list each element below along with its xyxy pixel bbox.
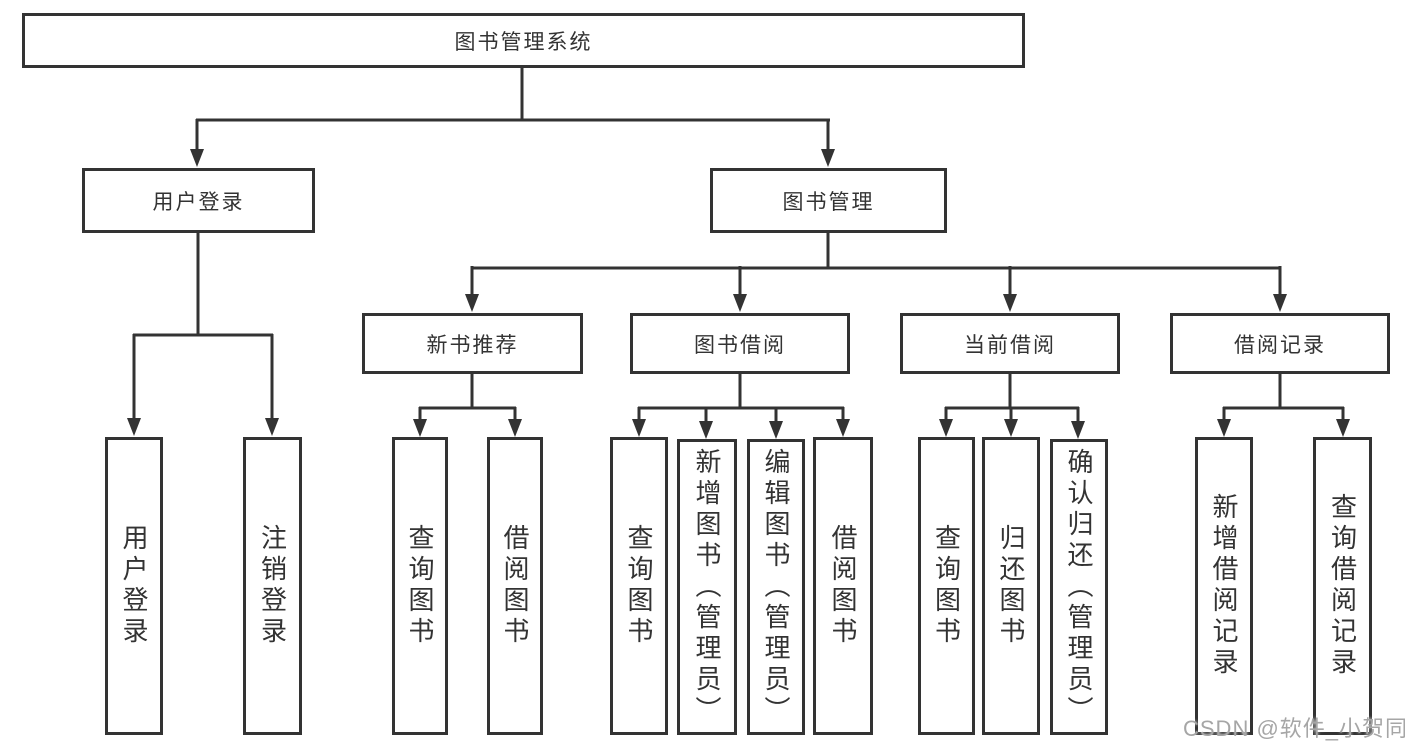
leaf-return-books: 归还图书 [982, 437, 1040, 735]
node-label: 图书管理 [782, 190, 875, 214]
node-label: 新书推荐 [426, 333, 519, 357]
node-label: 当前借阅 [964, 333, 1056, 357]
leaf-borrow-books: 借阅图书 [813, 437, 873, 735]
node-library-management-system: 图书管理系统 [22, 13, 1025, 68]
leaf-edit-book-admin: 编辑图书（管理员） [747, 439, 805, 735]
leaf-add-borrow-record: 新增借阅记录 [1195, 437, 1253, 735]
connector-line [132, 66, 1345, 423]
node-label: 借阅图书 [500, 524, 530, 648]
node-label: 编辑图书（管理员） [761, 447, 791, 727]
node-borrow-records: 借阅记录 [1170, 313, 1390, 374]
node-label: 注销登录 [257, 524, 288, 648]
node-book-borrow: 图书借阅 [630, 313, 850, 374]
arrowhead-icon [127, 149, 1350, 439]
node-label: 新增图书（管理员） [692, 447, 722, 727]
node-book-management: 图书管理 [710, 168, 947, 233]
node-label: 图书借阅 [694, 333, 786, 357]
node-label: 查询借阅记录 [1327, 493, 1358, 679]
leaf-query-books-borrow: 查询图书 [610, 437, 668, 735]
leaf-logout: 注销登录 [243, 437, 302, 735]
node-label: 确认归还（管理员） [1064, 447, 1094, 727]
node-label: 用户登录 [119, 524, 149, 648]
node-label: 查询图书 [931, 524, 962, 648]
node-label: 借阅记录 [1234, 333, 1326, 357]
node-label: 查询图书 [624, 524, 654, 648]
leaf-borrow-books-recommend: 借阅图书 [487, 437, 543, 735]
node-label: 用户登录 [152, 190, 245, 214]
leaf-query-books-recommend: 查询图书 [392, 437, 448, 735]
leaf-query-borrow-record: 查询借阅记录 [1313, 437, 1372, 735]
leaf-add-book-admin: 新增图书（管理员） [677, 439, 737, 735]
csdn-watermark: CSDN @软件_小贺同学 [1183, 716, 1405, 741]
node-user-login: 用户登录 [82, 168, 315, 233]
node-label: 图书管理系统 [454, 30, 593, 54]
node-label: 新增借阅记录 [1209, 493, 1239, 679]
leaf-query-books-current: 查询图书 [918, 437, 975, 735]
node-label: 借阅图书 [828, 524, 858, 648]
leaf-confirm-return-admin: 确认归还（管理员） [1050, 439, 1108, 735]
node-new-book-recommend: 新书推荐 [362, 313, 583, 374]
node-label: 查询图书 [405, 524, 435, 648]
node-current-borrow: 当前借阅 [900, 313, 1120, 374]
node-label: 归还图书 [996, 524, 1026, 648]
leaf-user-login: 用户登录 [105, 437, 163, 735]
